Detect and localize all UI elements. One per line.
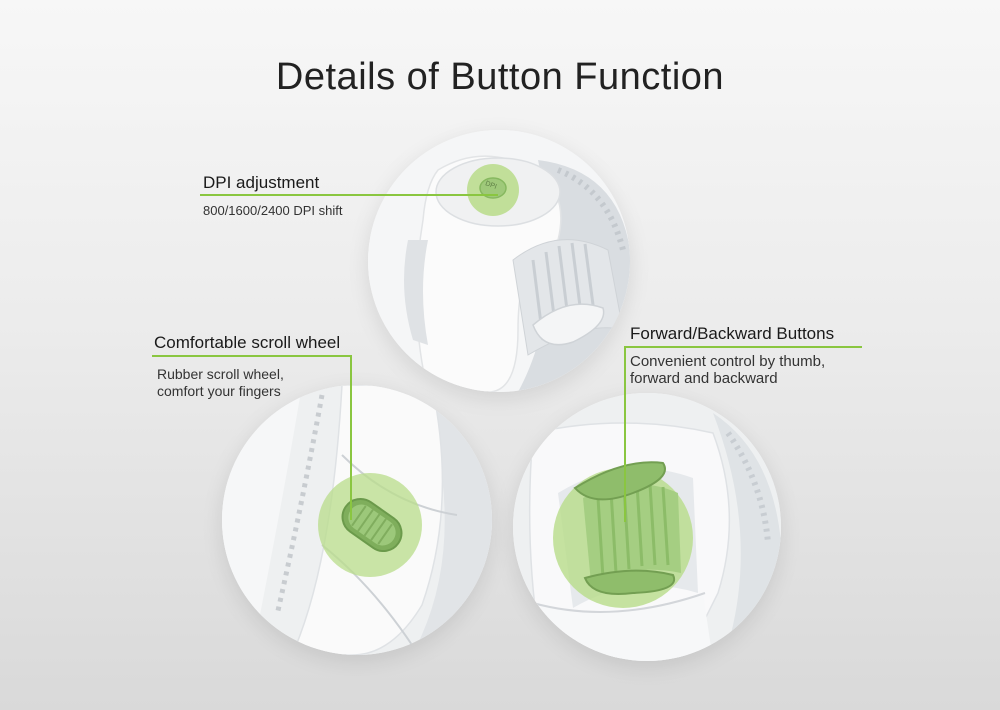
thumb-buttons-closeup-image bbox=[513, 393, 781, 661]
scroll-callout: Comfortable scroll wheel Rubber scroll w… bbox=[154, 333, 340, 400]
scroll-detail-line1: Rubber scroll wheel, bbox=[157, 366, 284, 382]
dpi-detail: 800/1600/2400 DPI shift bbox=[203, 203, 343, 218]
scroll-heading: Comfortable scroll wheel bbox=[154, 333, 341, 352]
page-title: Details of Button Function bbox=[275, 56, 725, 98]
dpi-closeup-image: DPI bbox=[368, 130, 630, 392]
scroll-leader-line-h bbox=[152, 355, 352, 357]
thumb-buttons-heading: Forward/Backward Buttons bbox=[630, 324, 835, 343]
thumb-buttons-detail-line2: forward and backward bbox=[630, 370, 778, 387]
scroll-leader-line-v bbox=[350, 355, 352, 520]
dpi-leader-line bbox=[200, 194, 498, 196]
thumb-buttons-leader-line-h bbox=[626, 346, 862, 348]
dpi-heading: DPI adjustment bbox=[203, 173, 320, 192]
dpi-callout: DPI adjustment 800/1600/2400 DPI shift bbox=[203, 173, 343, 219]
thumb-buttons-detail-line1: Convenient control by thumb, bbox=[630, 353, 826, 370]
thumb-buttons-leader-line-v bbox=[624, 346, 626, 522]
thumb-buttons-callout: Forward/Backward Buttons Convenient cont… bbox=[630, 324, 834, 387]
scroll-detail-line2: comfort your fingers bbox=[157, 383, 281, 399]
scroll-wheel-closeup-image bbox=[222, 385, 492, 655]
